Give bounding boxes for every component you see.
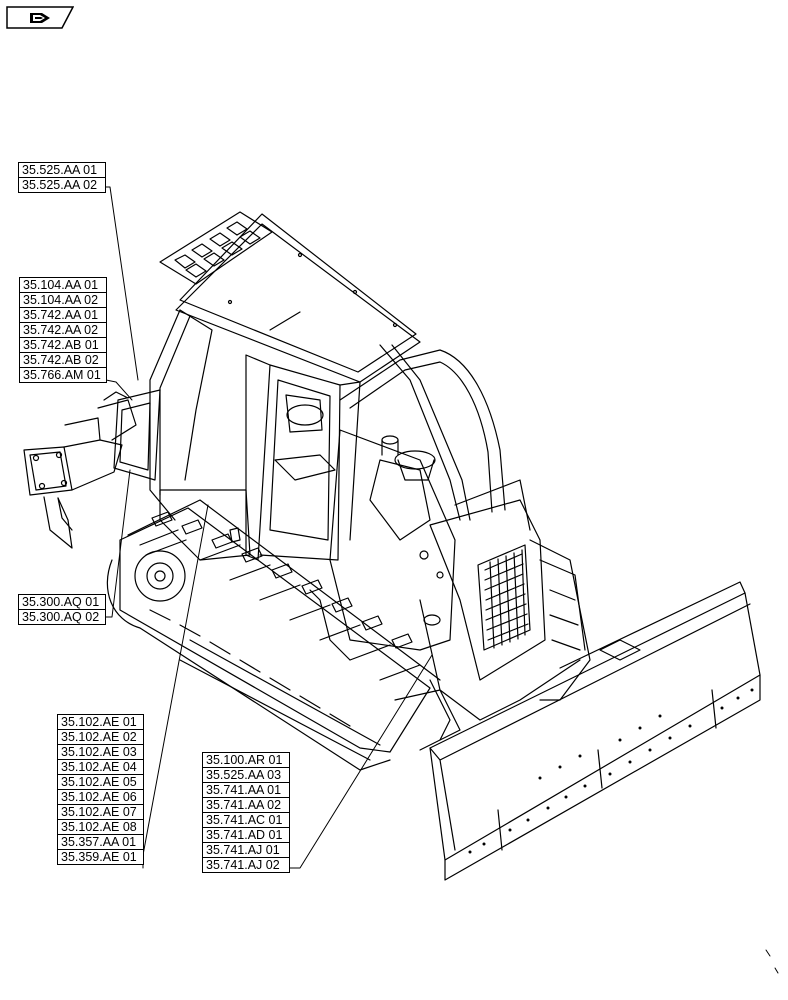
cab-and-body [113,211,591,751]
callout-cab-side: 35.104.AA 01 35.104.AA 02 35.742.AA 01 3… [19,277,107,383]
part-ref-link[interactable]: 35.742.AB 01 [20,338,106,353]
callout-track-front: 35.300.AQ 01 35.300.AQ 02 [18,594,106,625]
part-ref-link[interactable]: 35.102.AE 02 [58,730,143,745]
part-ref-link[interactable]: 35.357.AA 01 [58,835,143,850]
left-track [106,499,441,771]
part-ref-link[interactable]: 35.104.AA 01 [20,278,106,293]
nav-tab[interactable] [6,6,74,29]
part-ref-link[interactable]: 35.741.AA 01 [203,783,289,798]
part-ref-link[interactable]: 35.741.AD 01 [203,828,289,843]
part-ref-link[interactable]: 35.525.AA 01 [19,163,105,178]
part-ref-link[interactable]: 35.102.AE 04 [58,760,143,775]
part-ref-link[interactable]: 35.102.AE 08 [58,820,143,835]
dozer-blade [429,581,761,881]
part-ref-link[interactable]: 35.104.AA 02 [20,293,106,308]
callout-undercarriage: 35.102.AE 01 35.102.AE 02 35.102.AE 03 3… [57,714,144,865]
part-ref-link[interactable]: 35.100.AR 01 [203,753,289,768]
part-ref-link[interactable]: 35.102.AE 06 [58,790,143,805]
callout-cab-top: 35.525.AA 01 35.525.AA 02 [18,162,106,193]
callout-engine-side: 35.100.AR 01 35.525.AA 03 35.741.AA 01 3… [202,752,290,873]
part-ref-link[interactable]: 35.525.AA 03 [203,768,289,783]
part-ref-link[interactable]: 35.741.AA 02 [203,798,289,813]
part-ref-link[interactable]: 35.766.AM 01 [23,368,101,382]
part-ref-link[interactable]: 35.525.AA 02 [22,178,98,192]
part-ref-link[interactable]: 35.741.AC 01 [203,813,289,828]
part-ref-link[interactable]: 35.300.AQ 01 [19,595,105,610]
part-ref-link[interactable]: 35.300.AQ 02 [22,610,100,624]
part-ref-link[interactable]: 35.102.AE 05 [58,775,143,790]
page-flip-icon [30,13,50,23]
part-ref-link[interactable]: 35.742.AA 02 [20,323,106,338]
part-ref-link[interactable]: 35.359.AE 01 [61,850,137,864]
part-ref-link[interactable]: 35.102.AE 07 [58,805,143,820]
part-ref-link[interactable]: 35.102.AE 01 [58,715,143,730]
part-ref-link[interactable]: 35.742.AB 02 [20,353,106,368]
rear-ripper [23,391,137,549]
part-ref-link[interactable]: 35.742.AA 01 [20,308,106,323]
part-ref-link[interactable]: 35.102.AE 03 [58,745,143,760]
part-ref-link[interactable]: 35.741.AJ 02 [206,858,280,872]
part-ref-link[interactable]: 35.741.AJ 01 [203,843,289,858]
